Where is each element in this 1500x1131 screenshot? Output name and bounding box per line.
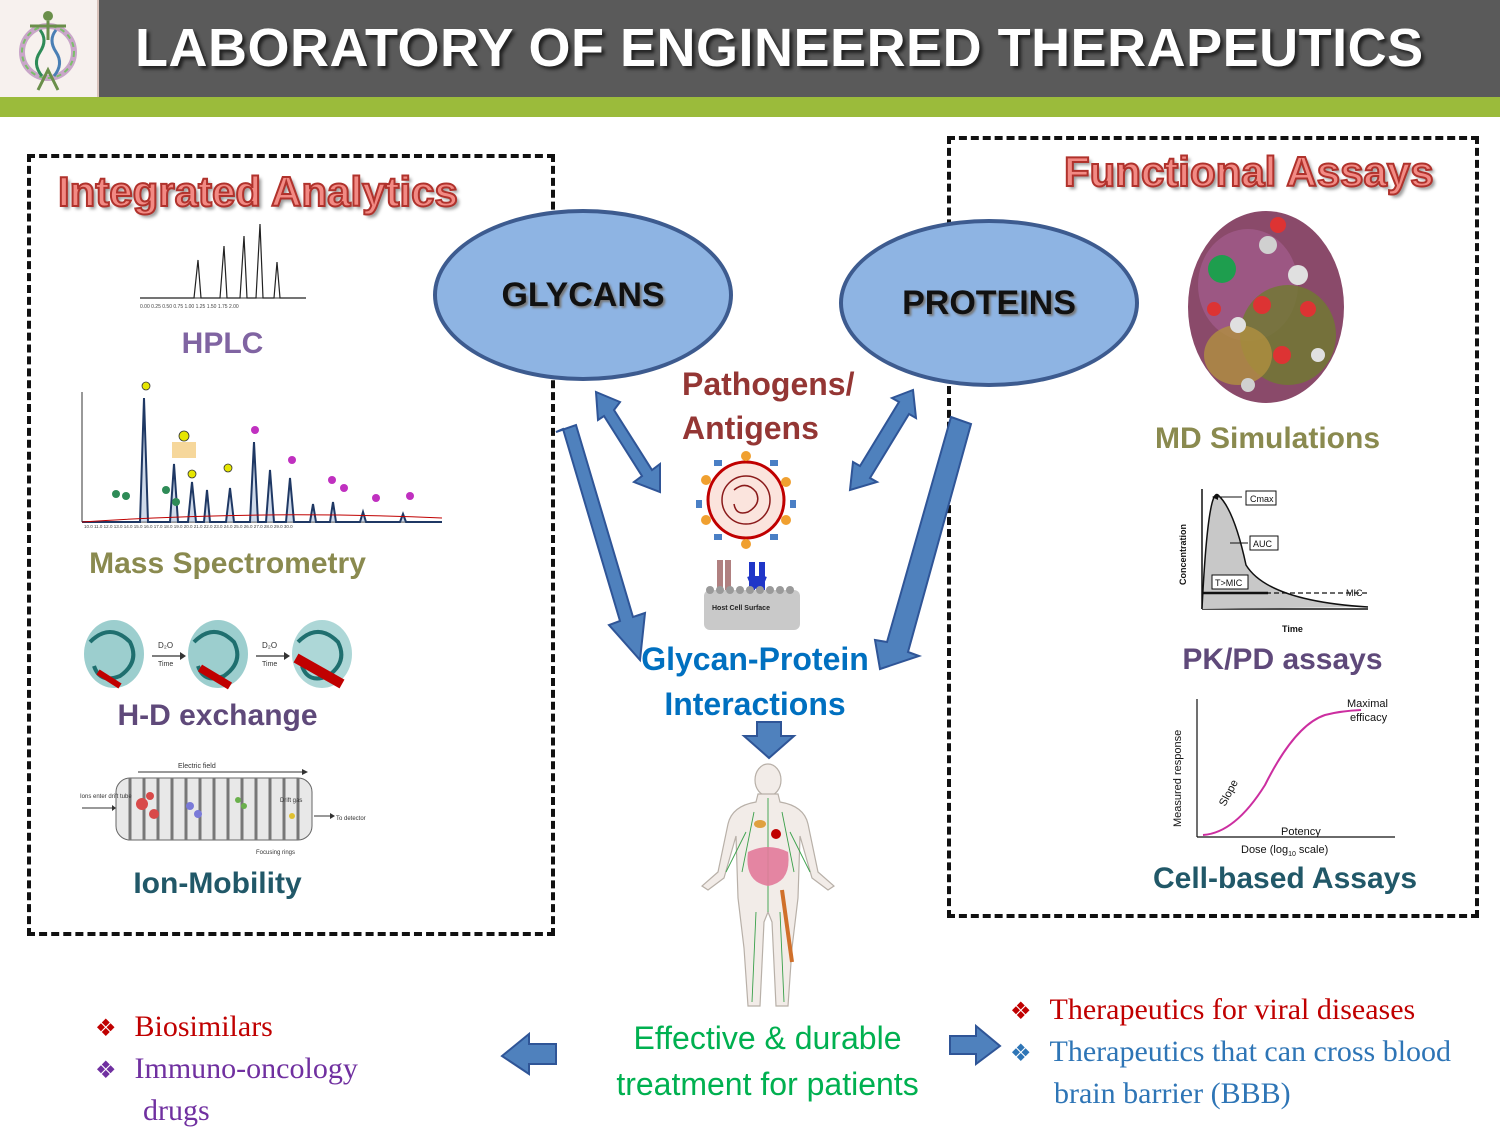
arrow-down-to-patient [741, 721, 797, 760]
diamond-bullet-icon: ❖ [95, 1058, 117, 1084]
glycans-ellipse: GLYCANS [433, 209, 733, 381]
ion-field-label: Electric field [178, 763, 216, 770]
bottom-right-item-bbb: ❖ Therapeutics that can cross blood [1010, 1032, 1451, 1074]
lab-logo [0, 0, 99, 97]
cross-bbb-text: Therapeutics that can cross blood [1049, 1035, 1452, 1068]
pk-tmic-label: T>MIC [1215, 578, 1243, 588]
proteins-ellipse: PROTEINS [839, 219, 1139, 387]
ion-enter-label: Ions enter drift tube [80, 794, 132, 800]
hdx-step2-label: D₂O [262, 641, 277, 650]
cell-efficacy-label: efficacy [1350, 712, 1388, 724]
hdx-step1-label: D₂O [158, 641, 173, 650]
glycan-protein-interactions-label: Glycan-Protein Interactions [620, 637, 890, 727]
diamond-bullet-icon: ❖ [95, 1016, 117, 1042]
hd-exchange-label: H-D exchange [117, 699, 318, 732]
pk-xlabel: Time [1282, 624, 1303, 634]
hplc-chromatogram-figure: 0.00 0.25 0.50 0.75 1.00 1.25 1.50 1.75 … [140, 223, 306, 310]
integrated-analytics-panel [27, 154, 555, 936]
bottom-right-item-bbb-cont: brain barrier (BBB) [1054, 1077, 1291, 1110]
svg-text:10.0 11.0 12.0 13.0 14.0: 10.0 11.0 12.0 13.0 14.0 15.0 16.0 17.0 … [84, 524, 293, 528]
pk-cmax-label: Cmax [1250, 494, 1274, 504]
page-title: LABORATORY OF ENGINEERED THERAPEUTICS [135, 18, 1424, 78]
pk-pd-figure: Cmax AUC T>MIC MIC Time Concentration [1178, 489, 1369, 634]
hdx-step1-sub-label: Time [158, 661, 173, 668]
hplc-label: HPLC [181, 327, 264, 360]
arrow-left-bottom [500, 1031, 557, 1076]
arrow-glycans-to-interactions [555, 423, 647, 663]
bottom-left-list: ❖ Biosimilars ❖ Immuno-oncology drugs [95, 1007, 358, 1131]
arrow-right-bottom [949, 1023, 1002, 1066]
pathogens-antigens-label: Pathogens/ Antigens [682, 362, 854, 450]
svg-text:0.00 0.25 0.50 0.75 1.00: 0.00 0.25 0.50 0.75 1.00 1.25 1.50 1.75 … [140, 304, 239, 310]
functional-assays-title: Functional Assays [1063, 147, 1435, 196]
bottom-left-item-immuno: ❖ Immuno-oncology [95, 1049, 358, 1091]
virus-host-cell-figure: Host Cell Surface [696, 451, 800, 630]
ion-rings-label: Focusing rings [256, 850, 295, 856]
immuno-oncology-text: Immuno-oncology [134, 1052, 358, 1085]
treatment-line2: treatment for patients [616, 1066, 919, 1102]
treatment-line1: Effective & durable [633, 1020, 902, 1056]
arrow-glycans-pathogens [594, 390, 661, 494]
arrow-proteins-to-interactions [873, 415, 973, 671]
bottom-left-item-biosimilars: ❖ Biosimilars [95, 1007, 358, 1049]
interactions-line2: Interactions [664, 686, 846, 722]
bottom-right-item-viral: ❖ Therapeutics for viral diseases [1010, 990, 1451, 1032]
ion-detector-label: To detector [336, 816, 366, 822]
cell-xlabel: Dose (log10 scale) [1241, 844, 1328, 858]
functional-assays-panel [947, 136, 1479, 918]
pathogens-line: Pathogens/ [682, 366, 855, 402]
glycans-label: GLYCANS [501, 275, 665, 314]
pk-mic-label: MIC [1346, 588, 1363, 598]
hdx-step2-sub-label: Time [262, 661, 277, 668]
cell-maximal-label: Maximal [1347, 698, 1388, 710]
bottom-right-list: ❖ Therapeutics for viral diseases ❖ Therap… [1010, 990, 1451, 1114]
pk-pd-label: PK/PD assays [1182, 643, 1383, 676]
bottom-left-item-drugs: drugs [143, 1094, 210, 1127]
antigens-line: Antigens [682, 410, 819, 446]
cell-potency-label: Potency [1281, 826, 1321, 838]
header-bar [0, 0, 1500, 97]
pk-auc-label: AUC [1253, 539, 1273, 549]
md-simulation-figure [1188, 211, 1344, 403]
mass-spectrometry-figure: 10.0 11.0 12.0 13.0 14.0 15.0 16.0 17.0 … [81, 381, 443, 528]
integrated-analytics-title: Integrated Analytics [57, 167, 459, 216]
human-body-figure [701, 763, 835, 1007]
diamond-bullet-icon: ❖ [1010, 1041, 1032, 1067]
ion-mobility-figure: Electric field Ions enter drift tube Dri… [80, 763, 366, 856]
arrow-proteins-pathogens [848, 388, 918, 492]
mass-spectrometry-label: Mass Spectrometry [89, 547, 366, 580]
cell-based-assays-label: Cell-based Assays [1152, 862, 1418, 895]
interactions-line1: Glycan-Protein [641, 641, 869, 677]
cell-ylabel: Measured response [1172, 730, 1184, 827]
proteins-label: PROTEINS [902, 283, 1076, 322]
md-simulations-label: MD Simulations [1154, 422, 1380, 455]
pk-ylabel: Concentration [1178, 524, 1188, 585]
diamond-bullet-icon: ❖ [1010, 999, 1032, 1025]
treatment-label: Effective & durable treatment for patien… [585, 1015, 950, 1107]
viral-diseases-text: Therapeutics for viral diseases [1049, 993, 1416, 1026]
header-stripe [0, 97, 1500, 117]
host-cell-label: Host Cell Surface [712, 605, 770, 612]
ion-mobility-label: Ion-Mobility [133, 867, 302, 900]
biosimilars-text: Biosimilars [134, 1010, 273, 1043]
hd-exchange-figure: D₂O Time D₂O Time [84, 620, 352, 690]
cell-based-figure: Maximal efficacy Slope Potency Measured … [1172, 698, 1395, 858]
ion-drift-label: Drift gas [280, 798, 302, 804]
